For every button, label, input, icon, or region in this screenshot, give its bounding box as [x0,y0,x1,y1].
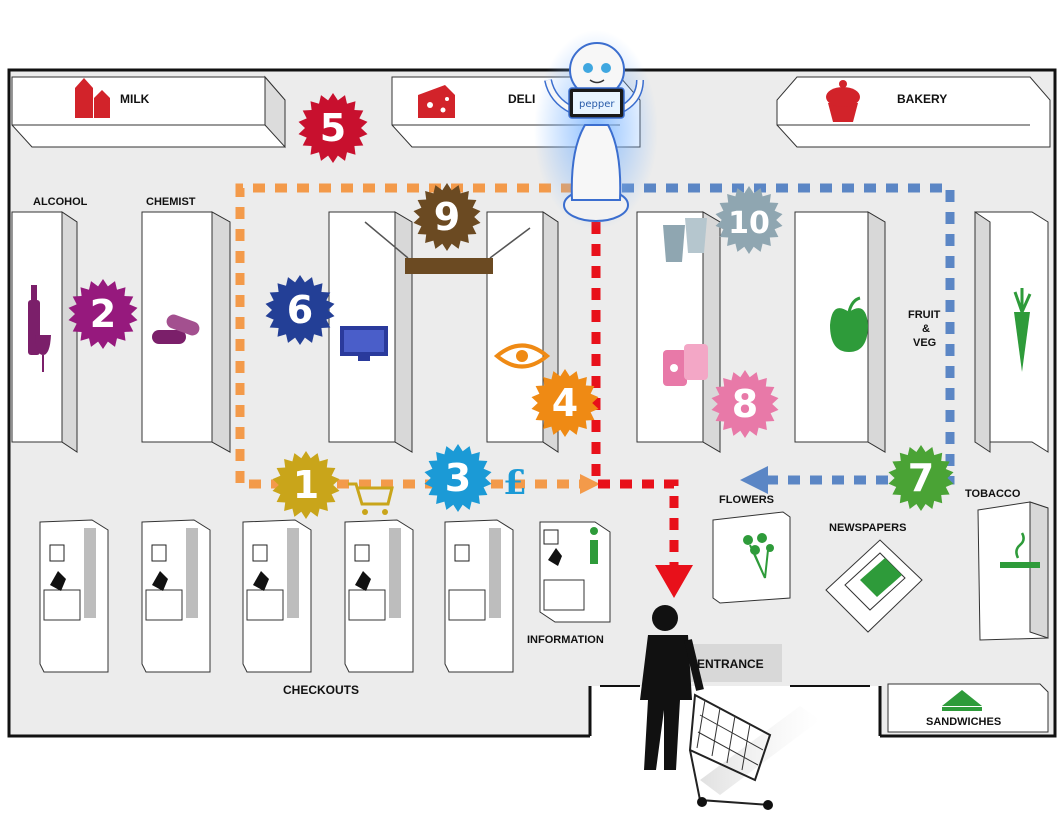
sandwiches-counter: SANDWICHES [887,683,1049,733]
veg-label: VEG [913,337,936,349]
marker-1: 1 [272,451,340,519]
route-orange [235,183,600,494]
cheese-icon [418,85,455,118]
marker-star [413,183,481,251]
markers: 1 2 3 4 5 6 7 8 9 10 [68,93,954,519]
tobacco-label: TOBACCO [965,488,1021,500]
checkout-counter [242,519,312,673]
marker-star [715,186,783,254]
marker-number: 8 [732,382,758,426]
marker-star [888,445,954,511]
marker-3: 3 [424,444,492,512]
marker-star [711,370,779,438]
entrance-sign: ENTRANCE [690,644,782,682]
robot-screen-text: pepper [579,99,615,110]
milk-counter: MILK [11,75,286,149]
milk-carton-icon [75,78,110,118]
grocery-shelf [636,211,721,453]
route-red [591,222,693,598]
flowers-label: FLOWERS [719,494,774,506]
cupcake-icon [826,80,860,122]
newspaper-icon [860,558,902,597]
marker-7: 7 [888,445,954,511]
marker-number: 10 [728,206,770,241]
marker-5: 5 [298,93,368,163]
tv-icon [340,326,388,361]
newspapers-stand: NEWSPAPERS [825,522,923,633]
marker-4: 4 [531,369,599,437]
entrance-gap [590,686,880,738]
pepper-robot: pepper [534,30,658,230]
marker-number: 7 [908,456,934,500]
fruit-veg-shelf: FRUIT & VEG [794,211,941,453]
fruit-label: FRUIT [908,309,941,321]
tobacco-side-shelf [974,211,1049,453]
checkouts-label: CHECKOUTS [283,683,359,697]
chemist-shelf: CHEMIST [141,196,231,453]
cups-icon [663,218,707,262]
apple-icon [830,296,868,352]
eye-icon [493,343,551,369]
chemist-label: CHEMIST [146,196,196,208]
fruit-and-label: & [922,323,930,335]
shopper-silhouette [640,605,820,810]
milk-label: MILK [120,92,150,106]
marker-star [68,279,138,349]
marker-number: 3 [445,456,471,500]
sandwich-icon [942,690,982,711]
information-desk: INFORMATION [527,521,611,646]
sandwiches-label: SANDWICHES [926,716,1001,728]
checkout-counter [39,519,109,673]
pills-icon [152,314,200,344]
marker-star [424,444,492,512]
marker-number: 4 [552,381,578,425]
flowers-icon [743,533,774,579]
marker-2: 2 [68,279,138,349]
checkout-counter [344,519,414,673]
marker-star [265,275,335,345]
marker-10: 10 [715,186,783,254]
cart-icon [348,482,394,515]
alcohol-label: ALCOHOL [33,196,88,208]
marker-number: 5 [320,106,346,150]
marker-8: 8 [711,370,779,438]
newspapers-label: NEWSPAPERS [829,522,906,534]
alcohol-shelf: ALCOHOL [11,196,88,453]
flowers-stand: FLOWERS [712,494,791,604]
bakery-counter: BAKERY [776,76,1051,148]
cans-icon [663,344,708,386]
checkouts [39,519,514,673]
deli-label: DELI [508,92,535,106]
marker-6: 6 [265,275,335,345]
marker-star [531,369,599,437]
route-blue [600,183,955,494]
tobacco-stand: TOBACCO [965,488,1049,641]
shopping-cart-icon [688,693,773,810]
bakery-label: BAKERY [897,92,947,106]
display-sign [364,221,531,274]
information-label: INFORMATION [527,634,604,646]
electronics-shelf [328,211,413,453]
cigarette-icon [1000,532,1040,568]
marker-number: 2 [90,292,116,336]
marker-star [298,93,368,163]
pound-icon: £ [503,463,527,503]
carrot-icon [1013,288,1032,372]
marker-number: 6 [287,288,313,332]
info-icon [590,527,598,564]
entrance-label: ENTRANCE [697,657,764,671]
svg-text:£: £ [503,463,527,503]
marker-number: 9 [434,195,460,239]
marker-star [272,451,340,519]
checkout-counter [444,519,514,673]
marker-number: 1 [293,463,319,507]
marker-9: 9 [413,183,481,251]
checkout-counter [141,519,211,673]
wine-icon [28,285,51,372]
